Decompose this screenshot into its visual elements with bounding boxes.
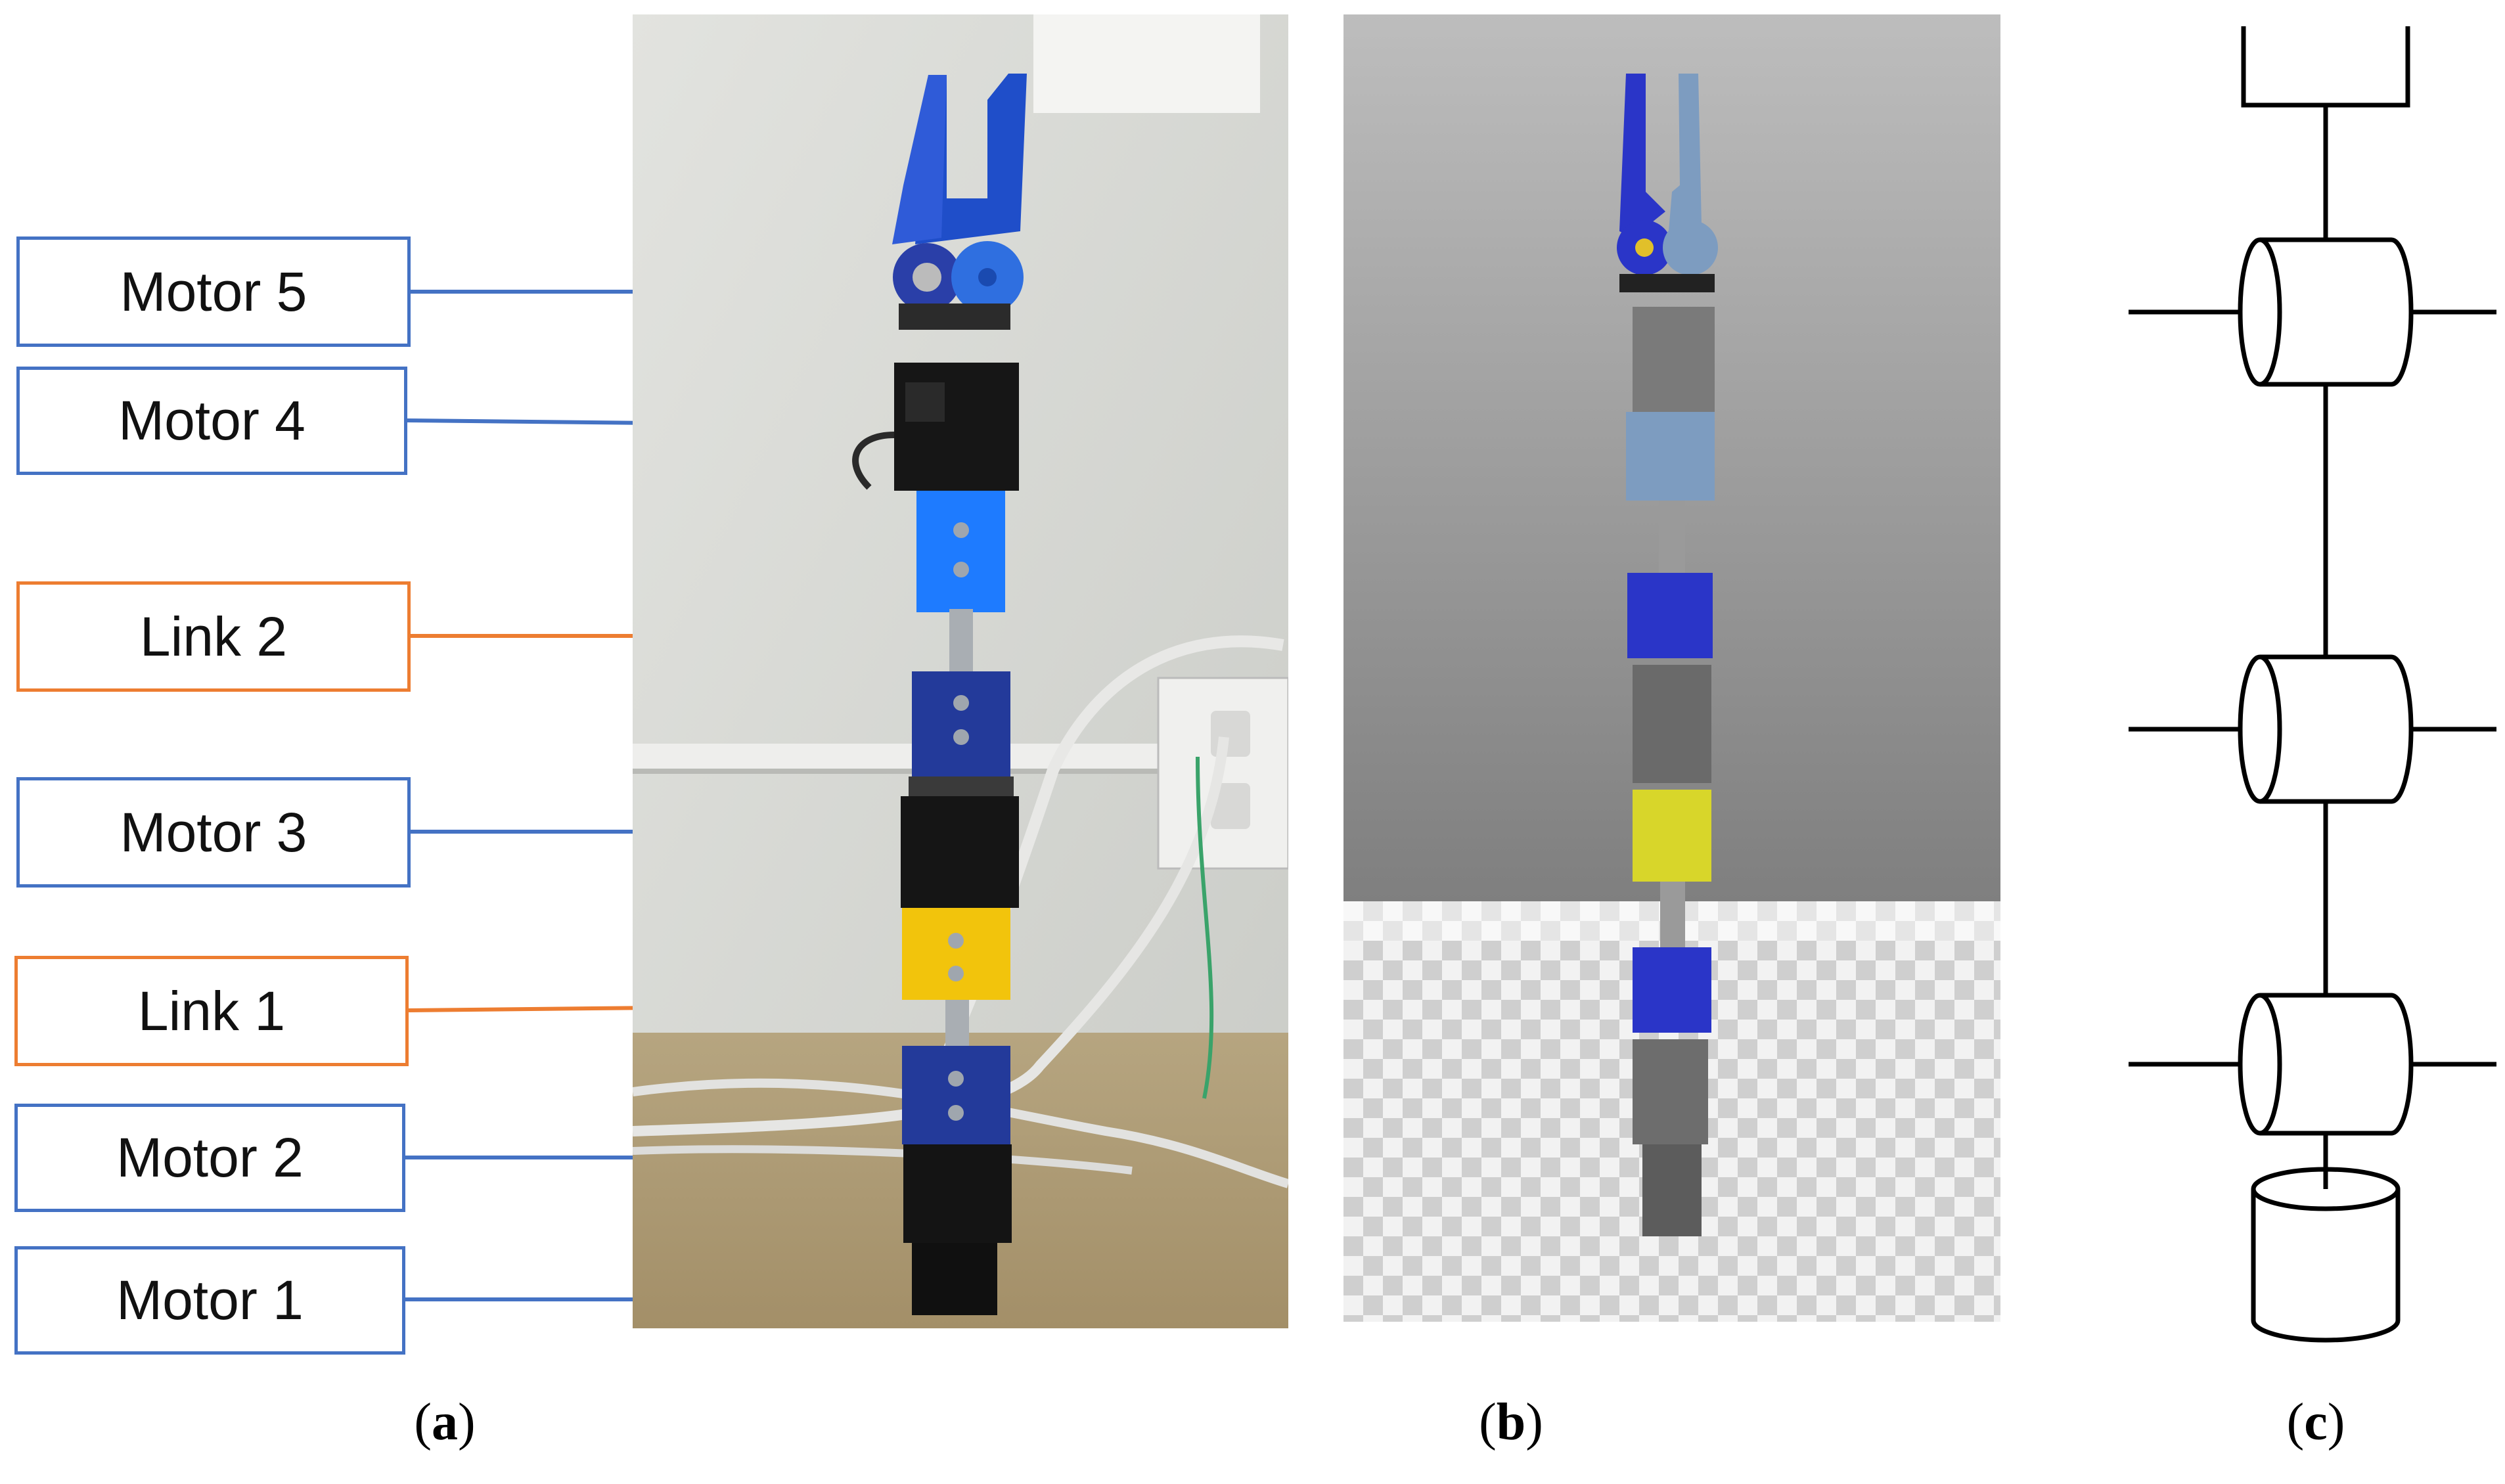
callout-motor-2: Motor 2: [14, 1104, 405, 1212]
sim-robot-arm: [1617, 74, 1718, 1236]
yellow-bracket: [902, 908, 1010, 1000]
upper-link-bracket: [916, 491, 1005, 612]
mid-bracket: [912, 671, 1010, 776]
sim-yellow-bracket: [1633, 790, 1711, 882]
schematic-lines: [2129, 26, 2496, 1343]
panel-label-a: (a): [414, 1393, 476, 1451]
robot-arm: [852, 74, 1027, 1315]
sim-mid-bracket: [1627, 573, 1713, 658]
lower-bracket: [902, 1046, 1010, 1144]
callout-motor-4-label: Motor 4: [118, 390, 305, 451]
panel-label-b-letter: b: [1496, 1393, 1526, 1451]
paper-note: [1033, 14, 1260, 113]
callout-motor-2-label: Motor 2: [116, 1127, 304, 1188]
callout-link-1: Link 1: [14, 956, 409, 1066]
callout-link-2-label: Link 2: [139, 605, 288, 667]
motor-1-body: [912, 1243, 997, 1315]
schematic-joint-top: [2129, 237, 2496, 387]
schematic-joint-lower: [2129, 993, 2496, 1136]
sim-motor-3: [1633, 665, 1711, 783]
callout-motor-3-label: Motor 3: [120, 801, 307, 863]
panel-label-b: (b): [1479, 1393, 1543, 1451]
panel-label-c: (c): [2286, 1393, 2345, 1451]
sim-link-1: [1660, 882, 1685, 947]
sim-link-2: [1659, 501, 1685, 586]
callout-link-1-label: Link 1: [137, 979, 286, 1042]
sim-motor-1: [1642, 1144, 1702, 1236]
motor-3-body: [901, 796, 1019, 908]
sim-motor-4: [1633, 307, 1715, 412]
sim-motor-2: [1633, 1039, 1708, 1144]
schematic-joint-middle: [2129, 654, 2496, 804]
callout-motor-1: Motor 1: [14, 1246, 405, 1355]
motor-4-body: [894, 363, 1019, 491]
link-2: [949, 609, 973, 675]
sim-upper-bracket: [1626, 412, 1715, 501]
sim-gripper-right: [1669, 74, 1702, 231]
motor-2-body: [903, 1144, 1012, 1243]
schematic-base: [2251, 1163, 2401, 1343]
panel-label-a-letter: a: [432, 1393, 458, 1451]
robot-photo: [633, 14, 1288, 1328]
callout-motor-3: Motor 3: [16, 777, 411, 888]
callout-motor-5: Motor 5: [16, 236, 411, 347]
callout-motor-1-label: Motor 1: [116, 1269, 304, 1331]
schematic-gripper: [2241, 26, 2410, 108]
link-1: [945, 1000, 969, 1049]
simulation-render: [1343, 14, 2000, 1322]
kinematic-schematic: [2129, 26, 2496, 1343]
sim-gripper-left: [1619, 74, 1665, 238]
sim-lower-bracket: [1633, 947, 1711, 1033]
callout-motor-4: Motor 4: [16, 367, 407, 475]
callout-motor-5-label: Motor 5: [120, 260, 307, 323]
callout-link-2: Link 2: [16, 581, 411, 692]
panel-label-c-letter: c: [2304, 1393, 2328, 1451]
